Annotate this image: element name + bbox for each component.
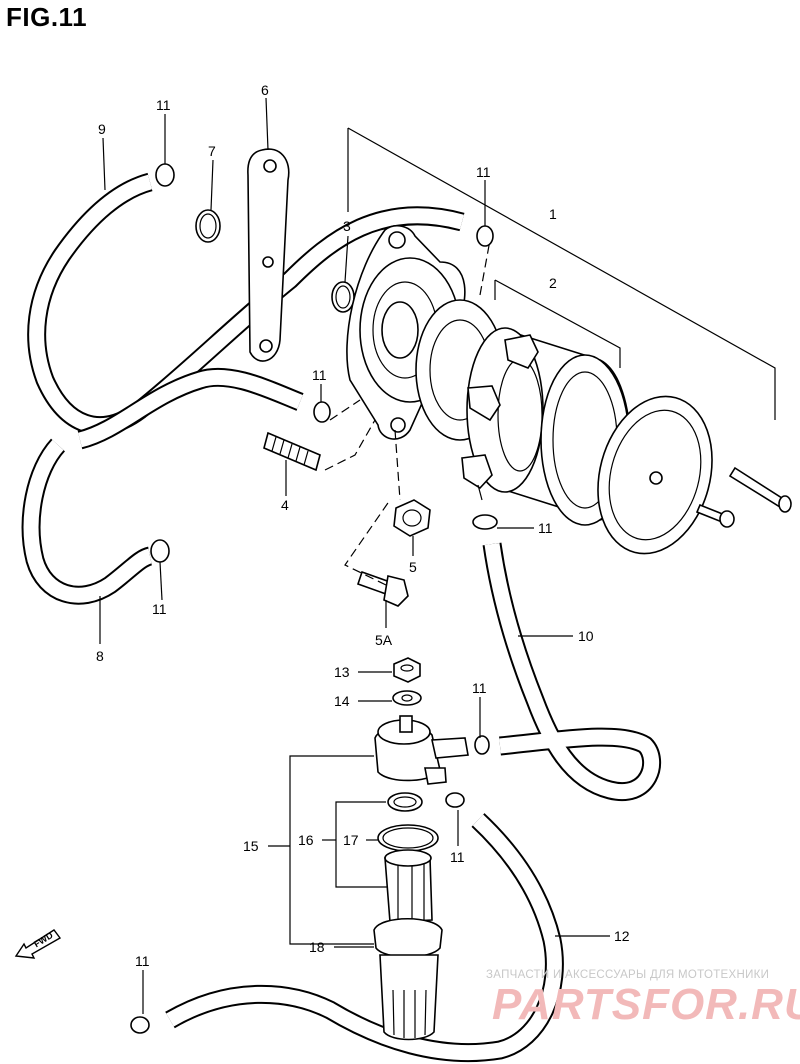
callout-labels: 1 2 3 4 5 5A 6 7 8 9 10 11 11 11 11 11 1…: [96, 82, 630, 969]
callout-18: 18: [309, 939, 325, 955]
o-ring-17: [377, 824, 439, 852]
nut-13: [393, 657, 421, 683]
hose-12: [165, 813, 564, 1063]
callout-11-hose-8: 11: [152, 601, 167, 617]
fuel-strainer: [384, 849, 433, 923]
fuel-pump-assembly: [346, 224, 631, 526]
callout-13: 13: [334, 664, 350, 680]
callout-7: 7: [208, 143, 216, 159]
callout-1: 1: [549, 206, 557, 222]
callout-11-bottom: 11: [135, 953, 150, 969]
hose-9-lower-branch: [77, 367, 304, 450]
callout-11-valve-lower: 11: [450, 849, 465, 865]
callout-9: 9: [98, 121, 106, 137]
callout-12: 12: [614, 928, 630, 944]
callout-5: 5: [409, 559, 417, 575]
hose-clamp: [130, 163, 498, 1034]
hose-10: [482, 542, 662, 802]
watermark-tagline: ЗАПЧАСТИ И АКСЕССУАРЫ ДЛЯ МОТОТЕХНИКИ: [486, 969, 770, 981]
callout-8: 8: [96, 648, 104, 664]
fwd-arrow-icon: FWD: [14, 929, 62, 959]
callout-14: 14: [334, 693, 350, 709]
flange-bolt-5a: [356, 570, 409, 607]
callout-17: 17: [343, 832, 359, 848]
callout-15: 15: [243, 838, 259, 854]
callout-11-valve: 11: [472, 680, 487, 696]
callout-11-pump-top: 11: [476, 164, 491, 180]
callout-11-pump-right: 11: [538, 520, 553, 536]
callout-16: 16: [298, 832, 314, 848]
figure-title: FIG.11: [6, 2, 88, 32]
washer-14: [392, 690, 422, 706]
callout-5a: 5A: [375, 632, 393, 648]
o-ring-3: [331, 281, 355, 313]
callout-3: 3: [343, 218, 351, 234]
callout-10: 10: [578, 628, 594, 644]
bracket-plate-6: [247, 148, 290, 362]
guide-lines: [324, 239, 491, 586]
callout-6: 6: [261, 82, 269, 98]
pump-cover-plate: [597, 395, 713, 555]
hose-8: [21, 438, 153, 605]
leader-lines: [99, 97, 776, 1014]
callout-11-top: 11: [156, 97, 171, 113]
stud-bolt-4: [263, 431, 321, 472]
callout-4: 4: [281, 497, 289, 513]
flange-nut-5: [393, 499, 431, 537]
callout-11-left: 11: [312, 367, 327, 383]
callout-2: 2: [549, 275, 557, 291]
watermark-brand: PARTSFOR.RU: [492, 980, 800, 1029]
filter-cup-18: [373, 917, 443, 1041]
o-ring-7: [195, 209, 221, 243]
screw-long: [728, 466, 792, 513]
screw-short: [695, 503, 735, 528]
o-ring-16: [387, 792, 423, 812]
fuel-valve-15: [374, 715, 469, 785]
